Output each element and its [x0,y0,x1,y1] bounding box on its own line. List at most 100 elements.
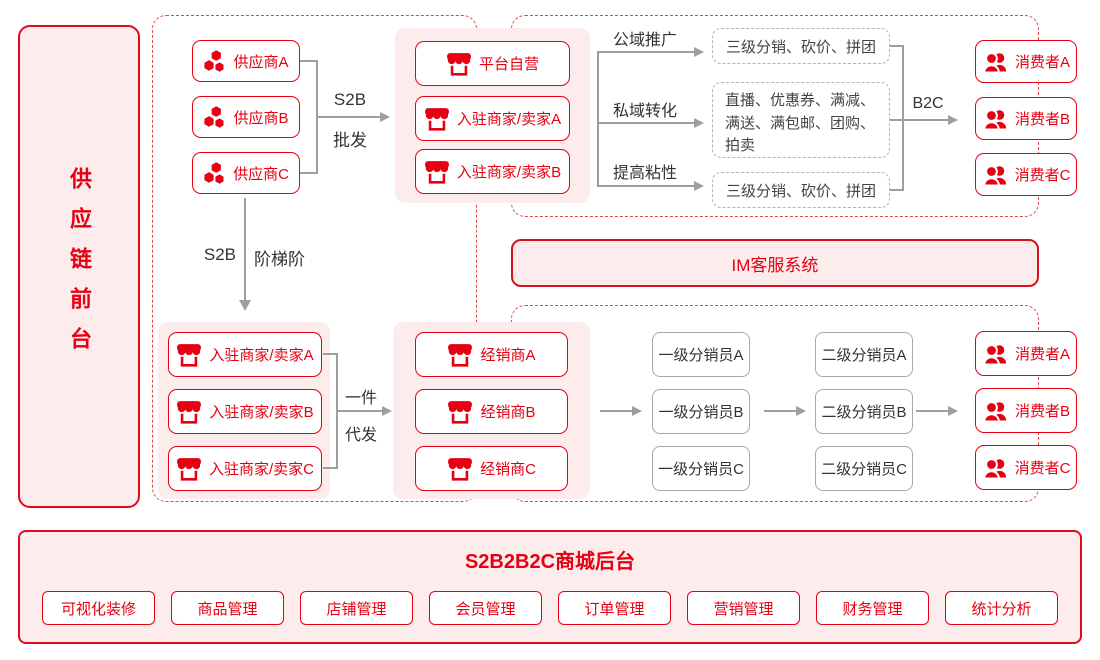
level2-agent-label: 二级分销员C [821,461,907,478]
consumer-top-box-c: 消费者C [975,153,1077,196]
distributor-label: 经销商C [480,461,536,478]
storefront-icon [176,457,202,481]
s2b-tier-arrow-line [244,198,246,301]
platform-self-box: 平台自营 [415,41,570,86]
distribution-bottom-dashed-region [511,305,1039,502]
storefront-icon [447,400,473,424]
resident-seller-box-b: 入驻商家/卖家B [168,389,322,434]
level1-agent-box-b: 一级分销员B [652,389,750,434]
storefront-icon [447,457,473,481]
resident-seller-box-c: 入驻商家/卖家C [168,446,322,491]
platform-seller-label: 平台自营 [478,56,539,73]
consumer-bottom-box-b: 消费者B [975,388,1077,433]
level2-to-consumer-arrowhead [948,406,958,416]
storefront-icon [446,52,472,76]
bracket-line [890,119,903,121]
platform-seller-label: 入驻商家/卖家A [456,111,562,128]
distributor-box-c: 经销商C [415,446,568,491]
tactic-text: 直播、优惠券、满减、满送、满包邮、团购、拍卖 [725,92,876,154]
backend-module-row: 可视化装修 商品管理 店铺管理 会员管理 订单管理 营销管理 财务管理 统计分析 [42,591,1058,625]
storefront-icon [424,160,450,184]
consumer-bottom-box-c: 消费者C [975,445,1077,490]
s2b-tier-arrowhead [239,300,251,311]
stickiness-label: 提高粘性 [613,165,678,182]
private-convert-arrow-line [597,122,695,124]
level1-to-level2-arrowhead [796,406,806,416]
public-promo-label: 公域推广 [613,32,678,49]
level1-agent-label: 一级分销员C [658,461,744,478]
supplier-box-b: 供应商B [192,96,300,138]
module-button-decoration[interactable]: 可视化装修 [42,591,155,625]
distributor-to-level1-arrowhead [632,406,642,416]
tactic-box-stickiness: 三级分销、砍价、拼团 [712,172,890,208]
im-service-banner: IM客服系统 [511,239,1039,287]
tactic-box-public: 三级分销、砍价、拼团 [712,28,890,64]
module-button-shop[interactable]: 店铺管理 [300,591,413,625]
bracket-line [300,172,318,174]
resident-seller-top-box-b: 入驻商家/卖家B [415,149,570,194]
funnel-line [597,51,599,187]
supplier-box-c: 供应商C [192,152,300,194]
supplier-label: 供应商C [233,165,289,183]
backend-title: S2B2B2C商城后台 [464,551,636,573]
private-convert-arrowhead [694,118,704,128]
s2b-wholesale-arrow-line [317,116,381,118]
b2c-arrow-line [903,119,949,121]
stickiness-arrow-line [597,185,695,187]
users-icon [982,50,1008,74]
distributor-label: 经销商A [480,347,536,364]
consumer-label: 消费者A [1014,54,1070,71]
distributor-box-a: 经销商A [415,332,568,377]
dropship-arrowhead [382,406,392,416]
backend-panel: S2B2B2C商城后台 可视化装修 商品管理 店铺管理 会员管理 订单管理 营销… [18,530,1082,644]
consumer-label: 消费者C [1014,460,1071,477]
supplier-label: 供应商A [233,53,289,71]
storefront-icon [447,343,473,367]
bracket-line [323,353,337,355]
distributor-box-b: 经销商B [415,389,568,434]
tactic-text: 三级分销、砍价、拼团 [725,38,876,56]
level2-agent-box-a: 二级分销员A [815,332,913,377]
level1-agent-box-a: 一级分销员A [652,332,750,377]
distributor-to-level1-line [600,410,633,412]
dropship-label-top: 一件 [344,390,377,407]
module-button-marketing[interactable]: 营销管理 [687,591,800,625]
module-button-order[interactable]: 订单管理 [558,591,671,625]
distributor-label: 经销商B [480,404,536,421]
frontend-left-dashed-region [152,15,477,502]
level2-agent-box-c: 二级分销员C [815,446,913,491]
level1-agent-label: 一级分销员B [658,404,744,421]
users-icon [982,163,1008,187]
module-button-statistics[interactable]: 统计分析 [945,591,1058,625]
public-promo-arrow-line [597,51,695,53]
bracket-line [902,45,904,191]
level1-agent-label: 一级分销员A [658,347,744,364]
consumer-bottom-box-a: 消费者A [975,331,1077,376]
bracket-line [323,467,337,469]
b2c-label: B2C [912,95,944,112]
storefront-icon [176,400,202,424]
module-button-product[interactable]: 商品管理 [171,591,284,625]
storefront-icon [176,343,202,367]
supply-chain-frontend-label: 供应链前台 [67,166,92,367]
hexagon-cluster-icon [203,50,226,73]
resident-seller-box-a: 入驻商家/卖家A [168,332,322,377]
resident-seller-label: 入驻商家/卖家B [209,404,314,421]
private-convert-label: 私域转化 [613,103,678,120]
tactic-text: 三级分销、砍价、拼团 [725,182,876,200]
users-icon [982,456,1008,480]
consumer-label: 消费者A [1014,346,1070,363]
s2b-tier-label-right: 阶梯阶 [254,250,305,269]
bracket-line [890,189,903,191]
supplier-label: 供应商B [233,109,289,127]
module-button-member[interactable]: 会员管理 [429,591,542,625]
stickiness-arrowhead [694,181,704,191]
resident-seller-label: 入驻商家/卖家C [208,461,314,478]
consumer-top-box-b: 消费者B [975,97,1077,140]
users-icon [982,399,1008,423]
tactic-box-private: 直播、优惠券、满减、满送、满包邮、团购、拍卖 [712,82,890,158]
module-button-finance[interactable]: 财务管理 [816,591,929,625]
consumer-label: 消费者C [1014,167,1071,184]
level2-agent-label: 二级分销员A [821,347,907,364]
